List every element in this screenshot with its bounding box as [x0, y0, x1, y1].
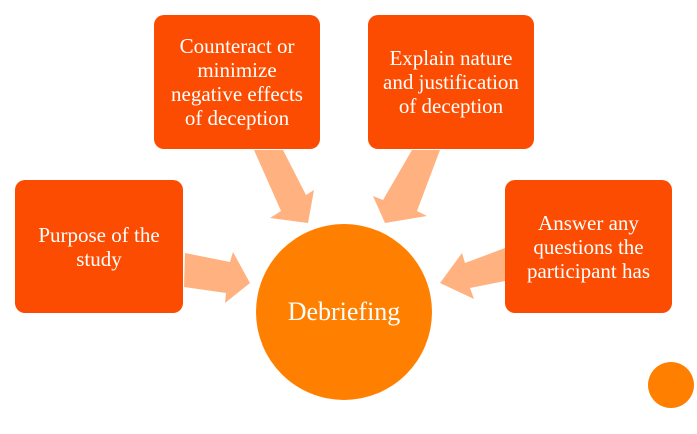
node-counteract-label: Counteract or minimize negative effects … — [171, 34, 303, 130]
node-explain: Explain nature and justification of dece… — [368, 15, 534, 149]
arrow-purpose-to-center — [184, 252, 250, 303]
node-counteract: Counteract or minimize negative effects … — [154, 15, 320, 149]
node-purpose-label: Purpose of the study — [38, 222, 160, 271]
node-explain-label: Explain nature and justification of dece… — [383, 46, 519, 118]
node-answer: Answer any questions the participant has — [505, 180, 672, 313]
node-purpose: Purpose of the study — [15, 180, 183, 313]
arrow-explain-to-center — [373, 150, 440, 223]
node-answer-label: Answer any questions the participant has — [526, 210, 651, 283]
center-node-debriefing: Debriefing — [256, 224, 432, 400]
arrow-counteract-to-center — [254, 150, 314, 223]
arrow-answer-to-center — [440, 248, 505, 299]
decorative-dot — [648, 362, 694, 408]
center-node-label: Debriefing — [287, 297, 401, 326]
